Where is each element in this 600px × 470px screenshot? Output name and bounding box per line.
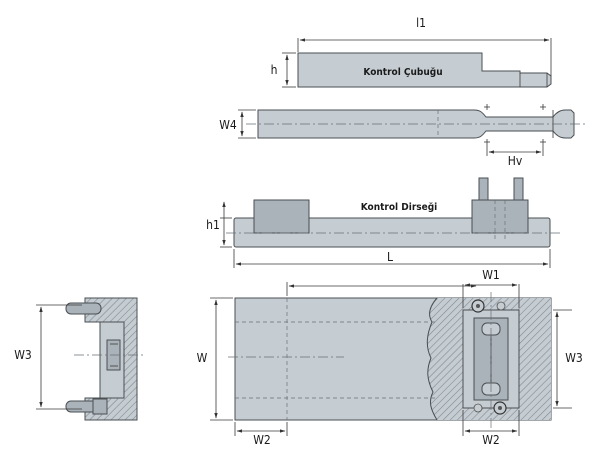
height-h1-label: h1 — [206, 218, 220, 232]
offset-w2-right-label: W2 — [482, 433, 500, 447]
length-l-label: L — [387, 250, 393, 264]
width-w3-right-label: W3 — [565, 351, 583, 365]
width-w4-label: W4 — [219, 118, 237, 132]
width-w3-left-label: W3 — [14, 348, 32, 362]
offset-w2-left-label: W2 — [253, 433, 271, 447]
control-rod-label: Kontrol Çubuğu — [363, 66, 442, 78]
control-bracket-label: Kontrol Dirseği — [361, 201, 438, 213]
height-h-label: h — [271, 63, 278, 77]
bracket-plan-view — [210, 282, 572, 436]
control-rod-top-view — [238, 104, 586, 156]
control-bracket-side-view — [220, 177, 560, 268]
width-w-label: W — [197, 351, 208, 365]
bracket-end-view — [36, 297, 146, 421]
width-w1-label: W1 — [482, 268, 500, 282]
spacing-hv-label: Hv — [508, 154, 523, 168]
length-l1-label: l1 — [416, 16, 426, 30]
control-rod-side-view — [282, 38, 552, 88]
